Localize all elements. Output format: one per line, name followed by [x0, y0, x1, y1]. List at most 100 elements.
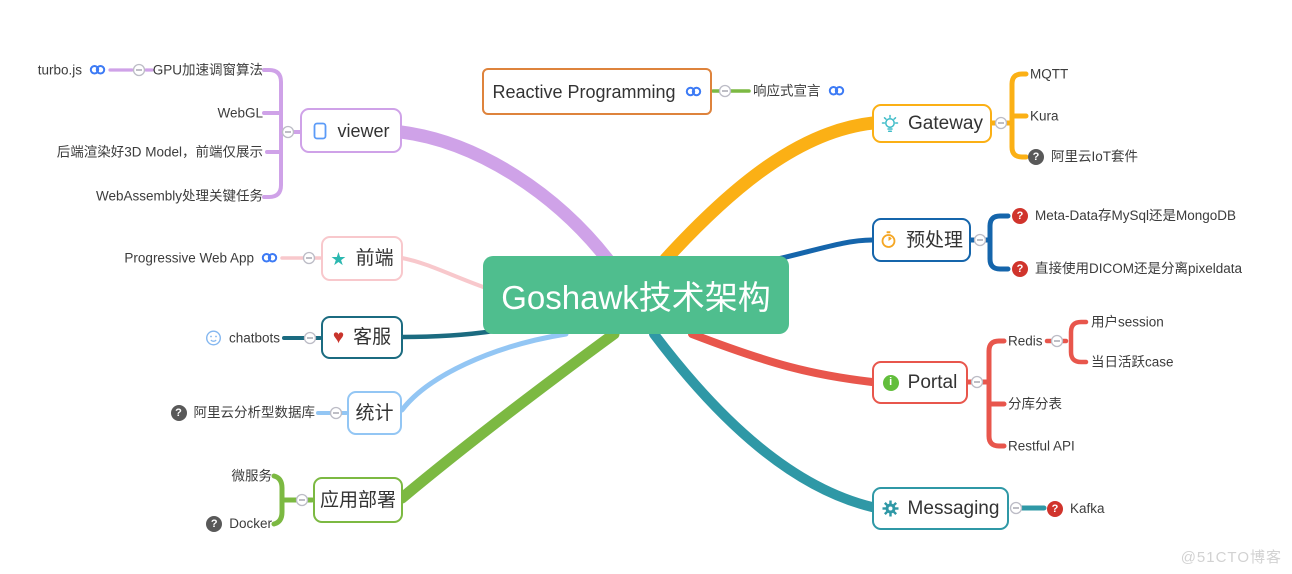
- collapse-toggle[interactable]: [303, 331, 317, 345]
- subtopic-dicom[interactable]: ? 直接使用DICOM还是分离pixeldata: [1012, 261, 1242, 277]
- node-messaging[interactable]: Messaging: [872, 487, 1009, 530]
- node-viewer[interactable]: viewer: [300, 108, 402, 153]
- subtopic-chatbots[interactable]: chatbots: [205, 330, 280, 347]
- collapse-toggle[interactable]: [329, 406, 343, 420]
- hyperlink-icon[interactable]: [261, 252, 278, 265]
- portal-connectors: [965, 319, 1089, 449]
- branch-curve-frontend: [400, 256, 488, 290]
- subtopic-active-case[interactable]: 当日活跃case: [1091, 355, 1174, 369]
- subtopic-pwa[interactable]: Progressive Web App: [124, 251, 278, 265]
- subtopic-webgl[interactable]: WebGL: [217, 106, 263, 120]
- node-frontend[interactable]: ★ 前端: [321, 236, 403, 281]
- subtopic-restful[interactable]: Restful API: [1008, 439, 1075, 453]
- subtopic-gpu[interactable]: GPU加速调窗算法: [153, 63, 263, 77]
- subtopic-docker[interactable]: ? Docker: [206, 516, 272, 532]
- subtopic-label: 直接使用DICOM还是分离pixeldata: [1035, 261, 1243, 277]
- subtopic-mqtt[interactable]: MQTT: [1030, 67, 1068, 81]
- bulb-icon: [881, 114, 899, 133]
- collapse-toggle[interactable]: [994, 116, 1008, 130]
- branch-curve-deploy: [396, 328, 620, 504]
- collapse-toggle[interactable]: [132, 63, 146, 77]
- subtopic-label: Redis: [1008, 333, 1043, 349]
- node-preprocess[interactable]: 预处理: [872, 218, 971, 262]
- subtopic-user-session[interactable]: 用户session: [1091, 315, 1164, 329]
- subtopic-label: 响应式宣言: [753, 83, 821, 99]
- subtopic-redis[interactable]: Redis: [1008, 334, 1043, 348]
- question-icon: ?: [170, 405, 187, 421]
- subtopic-label: Kafka: [1070, 501, 1105, 517]
- hyperlink-icon[interactable]: [89, 64, 106, 77]
- branch-curve-gateway: [659, 116, 880, 266]
- subtopic-label: GPU加速调窗算法: [152, 62, 263, 78]
- question-icon: ?: [1012, 208, 1028, 224]
- subtopic-label: Meta-Data存MySql还是MongoDB: [1035, 208, 1237, 224]
- deploy-connectors: [271, 473, 315, 527]
- branch-curve-messaging: [649, 329, 877, 512]
- node-service[interactable]: ♥ 客服: [321, 316, 403, 359]
- collapse-toggle[interactable]: [718, 84, 732, 98]
- subtopic-sharding[interactable]: 分库分表: [1008, 397, 1062, 411]
- node-gateway[interactable]: Gateway: [872, 104, 992, 143]
- node-deploy[interactable]: 应用部署: [313, 477, 403, 523]
- subtopic-kafka[interactable]: ? Kafka: [1047, 501, 1105, 517]
- subtopic-label: Restful API: [1008, 438, 1075, 454]
- hyperlink-icon[interactable]: [685, 85, 702, 98]
- subtopic-aliyun-analytics[interactable]: ? 阿里云分析型数据库: [170, 405, 316, 421]
- node-label: Gateway: [908, 113, 983, 134]
- subtopic-label: 当日活跃case: [1091, 354, 1174, 370]
- collapse-toggle[interactable]: [973, 233, 987, 247]
- collapse-toggle[interactable]: [970, 375, 984, 389]
- collapse-toggle[interactable]: [302, 251, 316, 265]
- node-portal[interactable]: i Portal: [872, 361, 968, 404]
- node-label: 前端: [355, 248, 394, 269]
- subtopic-reactive-manifesto[interactable]: 响应式宣言: [753, 84, 845, 98]
- subtopic-label: 用户session: [1091, 314, 1164, 330]
- subtopic-microservice[interactable]: 微服务: [232, 469, 273, 483]
- subtopic-model3d[interactable]: 后端渲染好3D Model，前端仅展示: [57, 145, 263, 159]
- info-icon: i: [882, 374, 899, 391]
- subtopic-turbo[interactable]: turbo.js: [38, 63, 106, 77]
- subtopic-aliyun-iot[interactable]: ? 阿里云IoT套件: [1028, 149, 1138, 165]
- collapse-toggle[interactable]: [281, 125, 295, 139]
- subtopic-metadata[interactable]: ? Meta-Data存MySql还是MongoDB: [1012, 208, 1236, 224]
- branch-curve-stats: [399, 331, 569, 413]
- node-label: Portal: [907, 372, 958, 393]
- node-stats[interactable]: 统计: [347, 391, 402, 435]
- star-icon: ★: [330, 248, 347, 269]
- subtopic-label: WebGL: [217, 105, 263, 121]
- subtopic-label: 阿里云IoT套件: [1051, 149, 1139, 165]
- node-label: 应用部署: [319, 489, 396, 511]
- question-icon: ?: [1047, 501, 1063, 517]
- collapse-toggle[interactable]: [1009, 501, 1023, 515]
- watermark: @51CTO博客: [1180, 549, 1282, 566]
- gear-icon: [882, 500, 899, 517]
- hyperlink-icon[interactable]: [828, 85, 845, 98]
- node-label: 统计: [355, 402, 394, 424]
- node-label: 客服: [353, 327, 392, 348]
- central-topic-label: Goshawk技术架构: [501, 279, 771, 316]
- branch-curve-viewer: [394, 125, 615, 267]
- subtopic-kura[interactable]: Kura: [1030, 109, 1059, 123]
- subtopic-label: 分库分表: [1008, 396, 1062, 412]
- node-label: viewer: [337, 120, 390, 141]
- subtopic-label: MQTT: [1030, 66, 1069, 82]
- node-label: Messaging: [907, 498, 1000, 519]
- viewer-connectors: [108, 68, 302, 199]
- question-icon: ?: [206, 516, 223, 532]
- node-label: 预处理: [905, 229, 963, 251]
- subtopic-wasm[interactable]: WebAssembly处理关键任务: [96, 189, 263, 203]
- central-topic[interactable]: Goshawk技术架构: [483, 256, 789, 334]
- collapse-toggle[interactable]: [295, 493, 309, 507]
- node-reactive[interactable]: Reactive Programming: [482, 68, 712, 115]
- question-icon: ?: [1028, 149, 1044, 165]
- question-icon: ?: [1012, 261, 1028, 277]
- subtopic-label: Docker: [229, 516, 272, 532]
- subtopic-label: chatbots: [228, 330, 280, 346]
- branch-curve-portal: [688, 330, 876, 386]
- collapse-toggle[interactable]: [1050, 334, 1064, 348]
- gateway-connectors: [989, 71, 1029, 160]
- subtopic-label: turbo.js: [37, 62, 82, 78]
- subtopic-label: 阿里云分析型数据库: [193, 405, 316, 421]
- subtopic-label: 后端渲染好3D Model，前端仅展示: [56, 144, 263, 160]
- subtopic-label: Progressive Web App: [124, 250, 254, 266]
